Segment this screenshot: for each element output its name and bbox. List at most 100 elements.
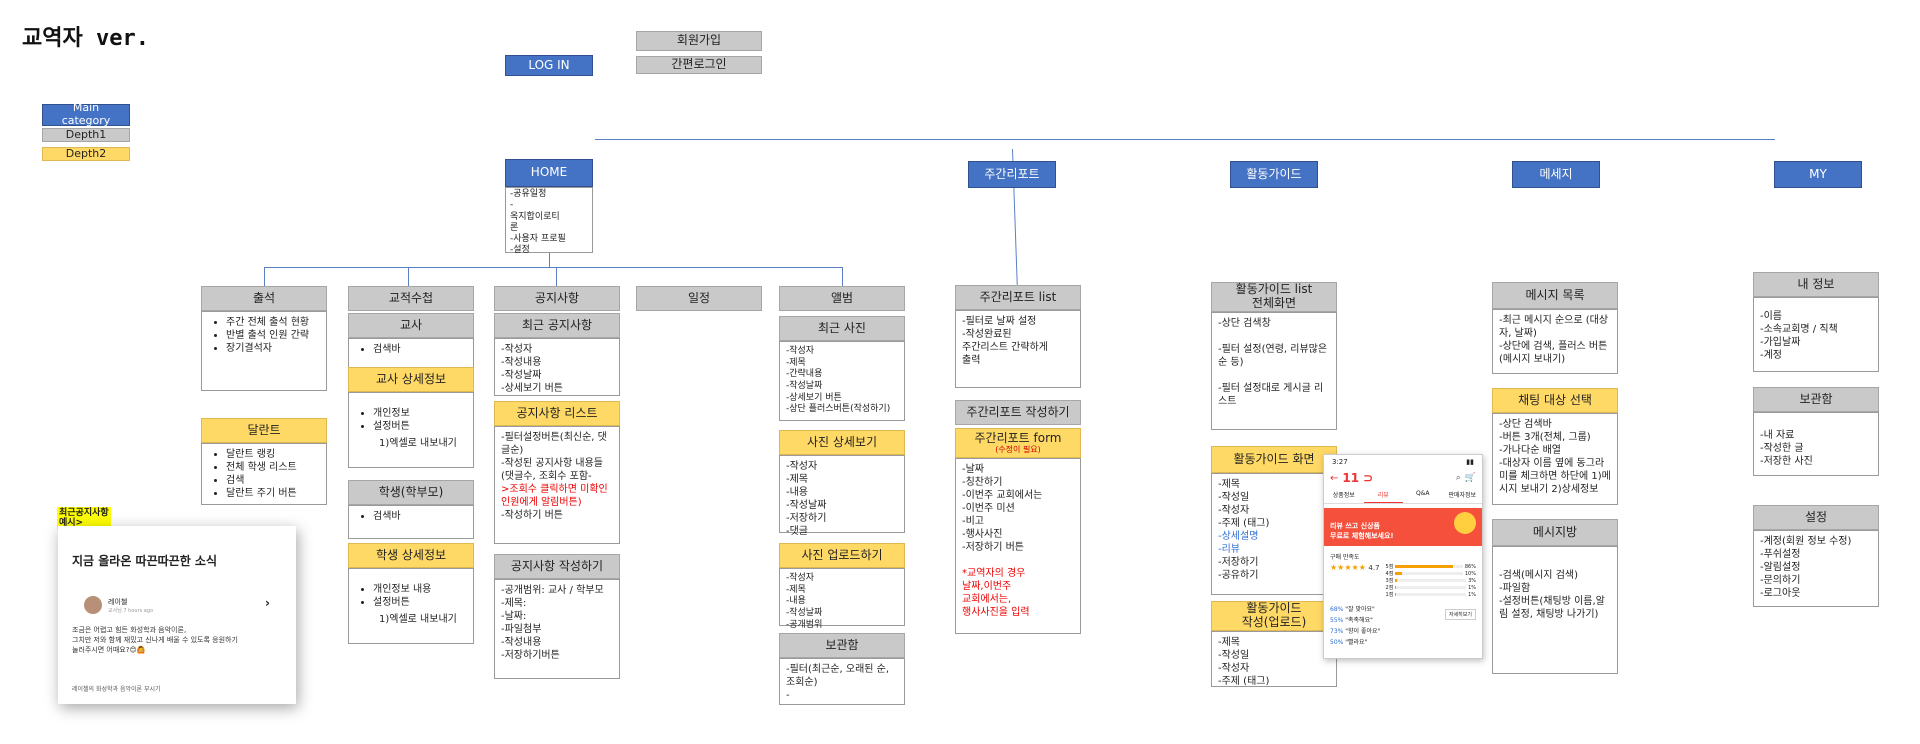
photo-detail-body: -작성자 -제목 -내용 -작성날짜 -저장하기 -댓글 — [779, 455, 905, 537]
more-button[interactable]: 자세히보기 — [1444, 609, 1476, 620]
guide-list-header[interactable]: 활동가이드 list 전체화면 — [1211, 282, 1337, 312]
teacher-panel: 검색바 — [348, 338, 474, 372]
weekly-write-header[interactable]: 주간리포트 작성하기 — [955, 400, 1081, 425]
recent-notice-body: -작성자 -작성내용 -작성날짜 -상세보기 버튼 — [494, 338, 620, 396]
weekly-list-body: -필터로 날짜 설정 -작성완료된 주간리스트 간략하게 출력 — [955, 310, 1081, 388]
photo-detail-header[interactable]: 사진 상세보기 — [779, 430, 905, 455]
avatar — [84, 596, 102, 614]
teacher-detail-header[interactable]: 교사 상세정보 — [348, 367, 474, 392]
message-room-header[interactable]: 메시지방 — [1492, 519, 1618, 546]
album-header[interactable]: 앨범 — [779, 286, 905, 311]
cart-icon[interactable]: 🛒 — [1464, 473, 1476, 483]
recent-photo-header[interactable]: 최근 사진 — [779, 316, 905, 341]
my-storage-header[interactable]: 보관함 — [1753, 387, 1879, 412]
talent-panel: 달란트 랭킹전체 학생 리스트검색달란트 주기 버튼 — [201, 443, 327, 505]
teacher-detail-panel: 개인정보설정버튼 1)엑셀로 내보내기 — [348, 392, 474, 468]
home-down-line — [549, 252, 550, 268]
notice-write-header[interactable]: 공지사항 작성하기 — [494, 554, 620, 579]
list-item: 개인정보 내용 — [373, 583, 467, 596]
attendance-header[interactable]: 출석 — [201, 286, 327, 311]
nav-guide[interactable]: 활동가이드 — [1230, 161, 1318, 188]
guide-screen-body: -제목 -작성일 -작성자 -주제 (태그) -상세설명 -리뷰 -저장하기 -… — [1211, 473, 1337, 595]
guide-list-body: -상단 검색창 -필터 설정(연령, 리뷰많은 순 등) -필터 설정대로 게시… — [1211, 312, 1337, 430]
branch-notice — [556, 267, 557, 287]
guide-upload-body: -제목 -작성일 -작성자 -주제 (태그) — [1211, 631, 1337, 687]
nav-weekly[interactable]: 주간리포트 — [968, 161, 1056, 188]
rating-bar-fill — [1395, 565, 1453, 568]
stat-percent: 73% — [1330, 628, 1344, 635]
chat-target-header[interactable]: 채팅 대상 선택 — [1492, 388, 1618, 413]
list-item: 장기결석자 — [226, 342, 320, 355]
album-storage-header[interactable]: 보관함 — [779, 633, 905, 658]
student-header[interactable]: 학생(학부모) — [348, 480, 474, 505]
stat-percent: 55% — [1330, 617, 1344, 624]
talent-header[interactable]: 달란트 — [201, 418, 327, 443]
guide-screen-text2: -저장하기 -공유하기 — [1218, 557, 1259, 581]
message-list-header[interactable]: 메시지 목록 — [1492, 282, 1618, 309]
rating-bar-track — [1395, 586, 1467, 589]
schedule-header[interactable]: 일정 — [636, 286, 762, 311]
my-settings-header[interactable]: 설정 — [1753, 505, 1879, 530]
phone-tab[interactable]: Q&A — [1415, 490, 1430, 497]
login-button[interactable]: LOG IN — [505, 55, 593, 76]
weekly-list-header[interactable]: 주간리포트 list — [955, 285, 1081, 310]
rating-stat-row: 50% "빨라요" — [1330, 637, 1476, 646]
search-icon[interactable]: ⌕ — [1455, 473, 1461, 483]
my-info-header[interactable]: 내 정보 — [1753, 272, 1879, 297]
teacher-header[interactable]: 교사 — [348, 313, 474, 338]
nav-my[interactable]: MY — [1774, 161, 1862, 188]
weekly-form-fields: -날짜 -칭찬하기 -이번주 교회에서는 -이번주 미션 -비고 -행사사진 -… — [962, 464, 1043, 553]
phone-tab[interactable]: 판매자정보 — [1448, 492, 1477, 499]
student-detail-panel: 개인정보 내용설정버튼 1)엑셀로 내보내기 — [348, 568, 474, 644]
list-item: 전체 학생 리스트 — [226, 461, 320, 474]
rating-value: 4.7 — [1368, 564, 1380, 572]
my-storage-body: -내 자료 -작성한 글 -저장한 사진 — [1753, 412, 1879, 476]
chevron-right-icon[interactable]: › — [265, 596, 270, 610]
rating-bar-track — [1395, 572, 1463, 575]
page-title: 교역자 ver. — [22, 26, 149, 51]
signup-button[interactable]: 회원가입 — [636, 31, 762, 51]
my-settings-body: -계정(회원 정보 수정) -푸쉬설정 -알림설정 -문의하기 -로그아웃 — [1753, 530, 1879, 607]
easy-login-button[interactable]: 간편로그인 — [636, 56, 762, 74]
list-item: 개인정보 — [373, 407, 467, 420]
guide-upload-header[interactable]: 활동가이드 작성(업로드) — [1211, 601, 1337, 631]
back-icon[interactable]: ← — [1330, 472, 1339, 484]
guide-screen-header[interactable]: 활동가이드 화면 — [1211, 446, 1337, 473]
student-detail-header[interactable]: 학생 상세정보 — [348, 543, 474, 568]
legend-depth1: Depth1 — [42, 128, 130, 142]
list-item: 반별 출석 인원 간략 — [226, 329, 320, 342]
guide-screen-blue1: -상세설명 — [1218, 531, 1259, 542]
recent-notice-header[interactable]: 최근 공지사항 — [494, 313, 620, 338]
rating-bar-pct: 3% — [1468, 577, 1476, 584]
list-item: 검색바 — [373, 510, 467, 523]
card-text: 조금은 어렵고 힘든 화성학과 음악이론, 그치만 저와 함께 재밌고 신나게 … — [72, 626, 238, 655]
teacher-detail-extra: 1)엑셀로 내보내기 — [379, 438, 457, 449]
phone-time: 3:27 — [1332, 458, 1348, 466]
nav-message[interactable]: 메세지 — [1512, 161, 1600, 188]
phone-tab[interactable]: 상품정보 — [1332, 492, 1355, 499]
nav-home[interactable]: HOME — [505, 159, 593, 187]
notice-list-header[interactable]: 공지사항 리스트 — [494, 401, 620, 426]
card-meta: 교사님 7 hours ago — [108, 608, 154, 614]
weekly-form-title: 주간리포트 form — [974, 430, 1062, 445]
branch-attendance — [264, 267, 265, 287]
rating-bar-label: 5점 — [1385, 564, 1394, 570]
photo-upload-header[interactable]: 사진 업로드하기 — [779, 543, 905, 568]
battery-icon: ▮▮ — [1466, 458, 1474, 466]
rating-bar-track — [1395, 565, 1463, 568]
weekly-form-header[interactable]: 주간리포트 form (수정이 필요) — [955, 428, 1081, 458]
recent-photo-body: -작성자 -제목 -간략내용 -작성날짜 -상세보기 버튼 -상단 플러스버튼(… — [779, 341, 905, 421]
rating-bar-label: 3점 — [1385, 578, 1394, 584]
rating-bar-fill — [1395, 572, 1403, 575]
rating-bar-fill — [1395, 586, 1397, 589]
phone-banner[interactable]: 리뷰 쓰고 신상품 무료로 체험해보세요! — [1324, 508, 1482, 546]
rating-bar-label: 4점 — [1385, 571, 1394, 577]
phone-tab[interactable]: 리뷰 — [1363, 487, 1403, 503]
stat-percent: 68% — [1330, 606, 1344, 613]
list-item: 설정버튼 — [373, 596, 467, 609]
teacher-book-header[interactable]: 교적수첩 — [348, 286, 474, 311]
notice-header[interactable]: 공지사항 — [494, 286, 620, 311]
notice-list-text1: -필터설정버튼(최신순, 댓글순) -작성된 공지사항 내용들 (댓글수, 조회… — [501, 432, 607, 482]
